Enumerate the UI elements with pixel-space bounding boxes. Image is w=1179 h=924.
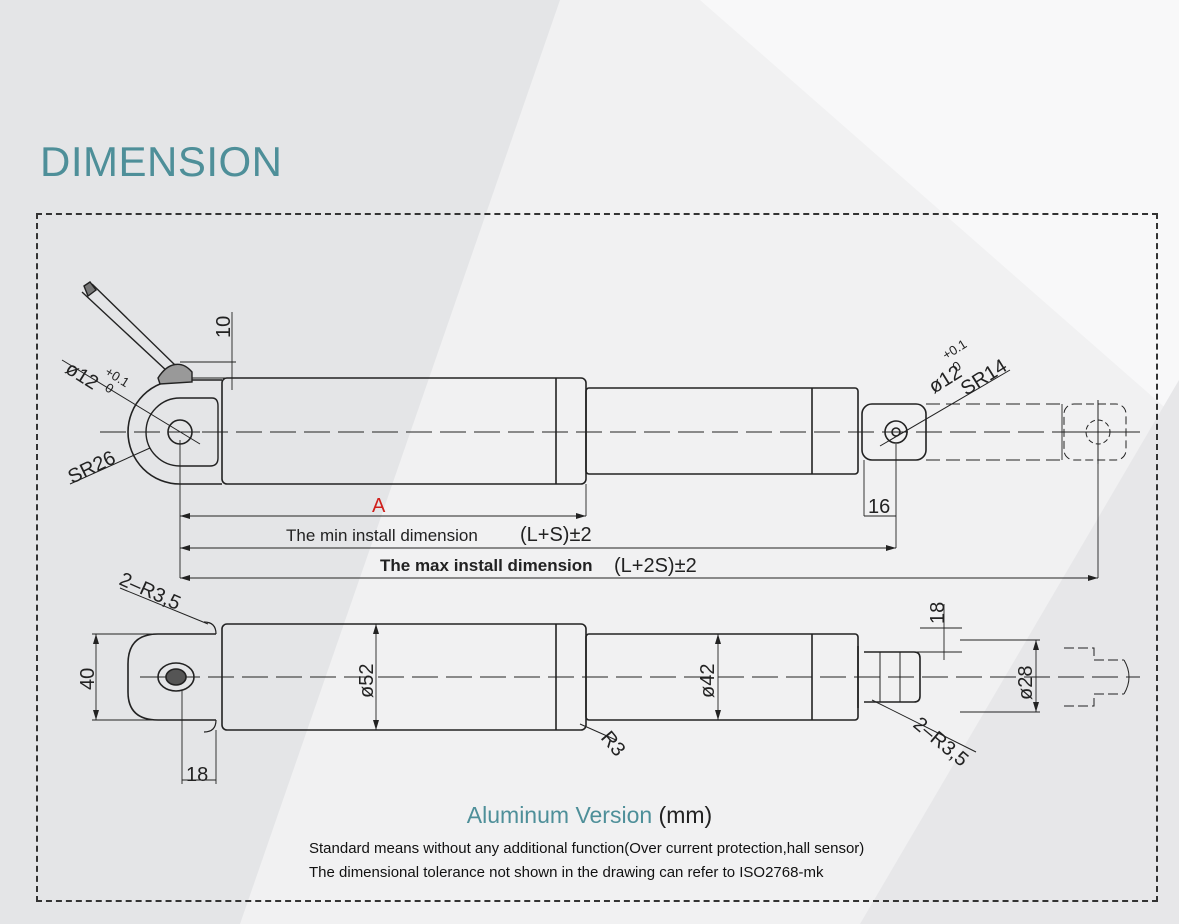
rear-clevis-inner — [145, 397, 219, 467]
note-tolerance: The dimensional tolerance not shown in t… — [309, 864, 824, 881]
dim-label-16: 16 — [868, 496, 890, 518]
rod-top — [585, 387, 859, 475]
note-standard: Standard means without any additional fu… — [309, 840, 865, 857]
dim-label-r35-left: 2–R3,5 — [116, 568, 184, 614]
caption-accent: Aluminum Version — [466, 802, 653, 828]
dim-label-40: 40 — [77, 668, 99, 690]
dim-label-sr14: SR14 — [957, 355, 1011, 400]
dim-label-18-bottom: 18 — [186, 764, 208, 786]
dim-label-dia-52: ø52 — [356, 664, 378, 698]
dim-label-dia-28: ø28 — [1015, 666, 1037, 700]
max-install-value: (L+2S)±2 — [614, 555, 697, 577]
dim-label-sr26: SR26 — [65, 447, 120, 489]
rear-eye-side — [127, 633, 216, 721]
cable — [81, 281, 193, 385]
dim-label-dia-42: ø42 — [697, 664, 719, 698]
dim-label-18-right: 18 — [927, 602, 949, 624]
min-install-value: (L+S)±2 — [520, 524, 592, 546]
dim-label-tol-lower-left: 0 — [102, 380, 116, 397]
dim-label-r35-right: 2–R3,5 — [909, 713, 973, 771]
dim-label-a: A — [372, 495, 386, 517]
page-title: DIMENSION — [40, 138, 283, 185]
drawing-frame — [36, 213, 1158, 902]
max-install-label: The max install dimension — [380, 556, 593, 575]
front-pin-hole — [884, 420, 908, 444]
rear-bushing — [157, 662, 195, 692]
min-install-label: The min install dimension — [286, 526, 478, 545]
dim-label-r3: R3 — [596, 727, 629, 761]
dim-label-10: 10 — [213, 316, 235, 338]
caption-title: Aluminum Version (mm) — [0, 802, 1179, 829]
front-rod-end — [861, 403, 927, 461]
caption-unit: (mm) — [658, 802, 713, 828]
housing-top — [221, 377, 587, 485]
